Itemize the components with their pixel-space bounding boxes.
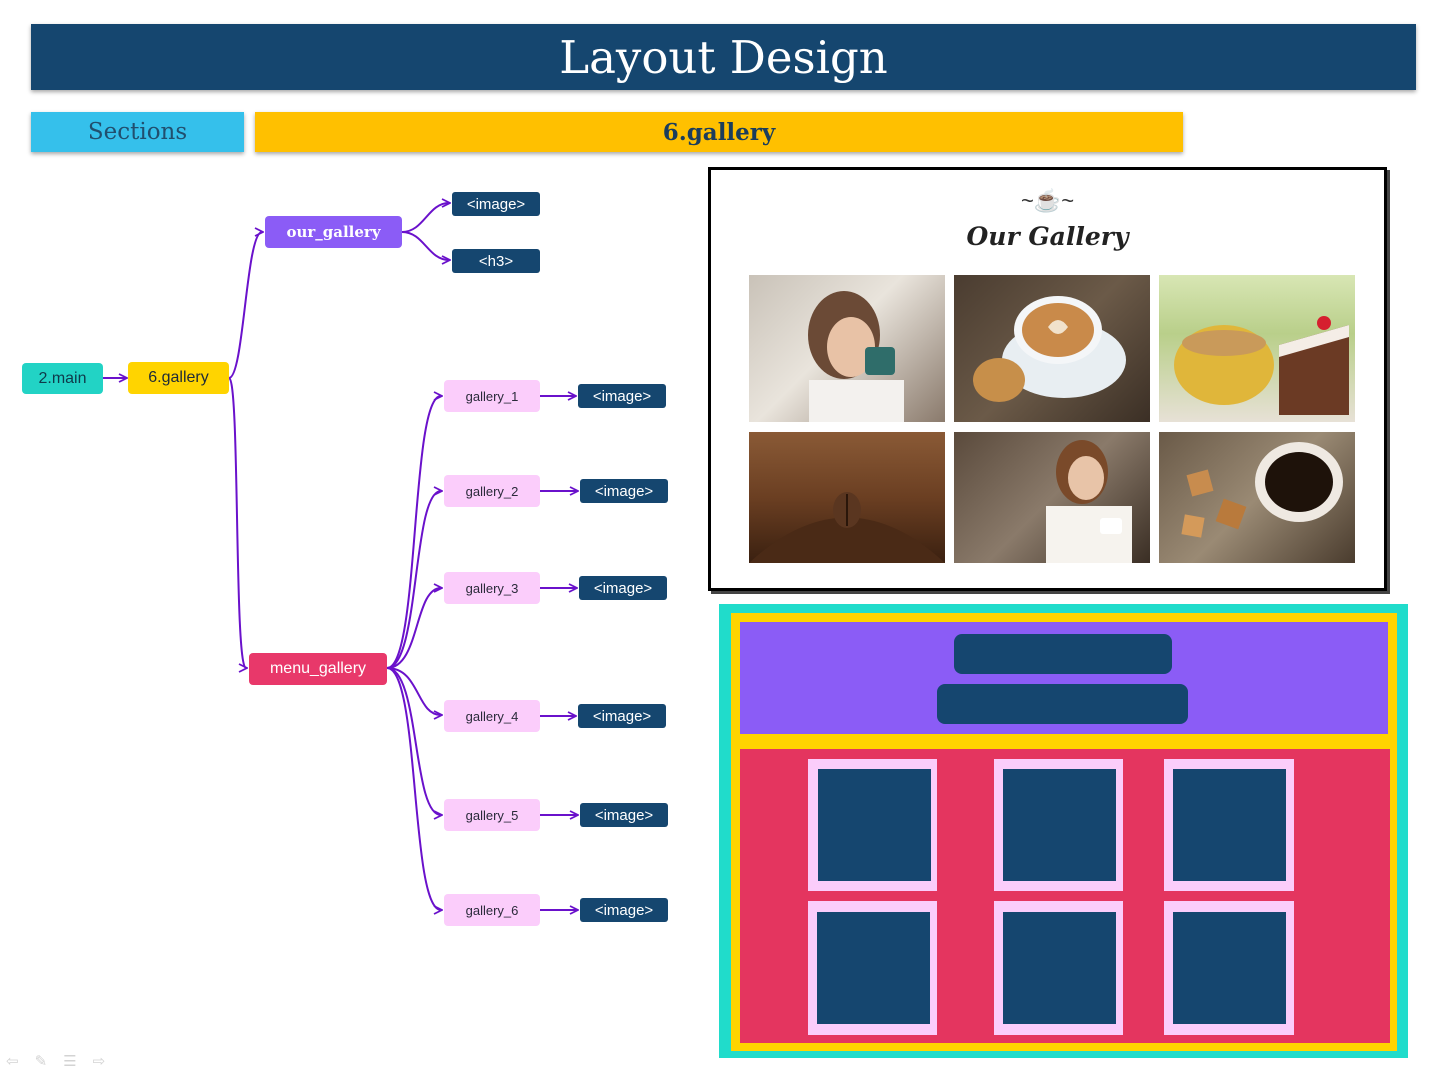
pen-icon[interactable]: ✎ (34, 1053, 48, 1070)
wireframe-gallery-image (1173, 912, 1286, 1024)
section-name: 6.gallery (255, 112, 1183, 152)
slide-navigation: ⇦ ✎ ☰ ⇨ (6, 1050, 136, 1072)
wireframe-gallery-image (817, 912, 930, 1024)
node-gallery-2-image: <image> (580, 479, 668, 503)
node-gallery-5: gallery_5 (444, 799, 540, 831)
wireframe-gallery-image (1003, 769, 1116, 881)
node-menu-gallery: menu_gallery (249, 653, 387, 685)
edge-menu-gallery-2 (386, 491, 441, 669)
sections-label: Sections (31, 112, 244, 152)
edge-menu-gallery-6 (386, 667, 441, 910)
coffee-and-sugar-cubes-photo (1159, 432, 1355, 563)
node-gallery-6: gallery_6 (444, 894, 540, 926)
latte-art-and-cookie-photo (954, 275, 1150, 422)
edge-menu-gallery-1 (386, 396, 441, 669)
node-gallery: 6.gallery (128, 362, 229, 394)
edge-menu-gallery-5 (386, 667, 441, 815)
edge-gallery-our-gallery (228, 232, 262, 379)
wireframe-h3-block (937, 684, 1188, 724)
woman-drinking-coffee-photo (749, 275, 945, 422)
coffee-cup-and-cake-photo (1159, 275, 1355, 422)
wireframe-gallery-image (1003, 912, 1116, 1024)
node-gallery-4-image: <image> (578, 704, 666, 728)
node-gallery-5-image: <image> (580, 803, 668, 827)
edge-our-gallery-h3 (401, 231, 449, 260)
arrow-right-icon[interactable]: ⇨ (92, 1053, 106, 1070)
node-our-gallery: our_gallery (265, 216, 402, 248)
menu-icon[interactable]: ☰ (63, 1053, 77, 1070)
wireframe-gallery-image (818, 769, 931, 881)
coffee-bean-on-grounds-photo (749, 432, 945, 563)
edge-menu-gallery-4 (386, 667, 441, 715)
node-our-gallery-image: <image> (452, 192, 540, 216)
node-gallery-2: gallery_2 (444, 475, 540, 507)
page-title: Layout Design (31, 24, 1416, 90)
node-main: 2.main (22, 363, 103, 394)
wireframe-image-block (954, 634, 1172, 674)
arrow-left-icon[interactable]: ⇦ (6, 1053, 19, 1070)
smiling-woman-with-cup-photo (954, 432, 1150, 563)
node-gallery-3: gallery_3 (444, 572, 540, 604)
coffee-ornament-icon: ~☕~ (1020, 188, 1075, 213)
gallery-preview: ~☕~ Our Gallery (708, 167, 1387, 591)
edge-menu-gallery-3 (386, 588, 441, 669)
wireframe-gallery-image (1173, 769, 1286, 881)
node-gallery-1-image: <image> (578, 384, 666, 408)
node-gallery-6-image: <image> (580, 898, 668, 922)
preview-heading: Our Gallery (966, 222, 1129, 251)
edge-our-gallery-image (401, 203, 449, 233)
node-gallery-3-image: <image> (579, 576, 667, 600)
edge-gallery-menu-gallery (228, 377, 246, 668)
node-gallery-1: gallery_1 (444, 380, 540, 412)
tree-connectors (103, 0, 700, 1000)
node-gallery-4: gallery_4 (444, 700, 540, 732)
node-our-gallery-h3: <h3> (452, 249, 540, 273)
